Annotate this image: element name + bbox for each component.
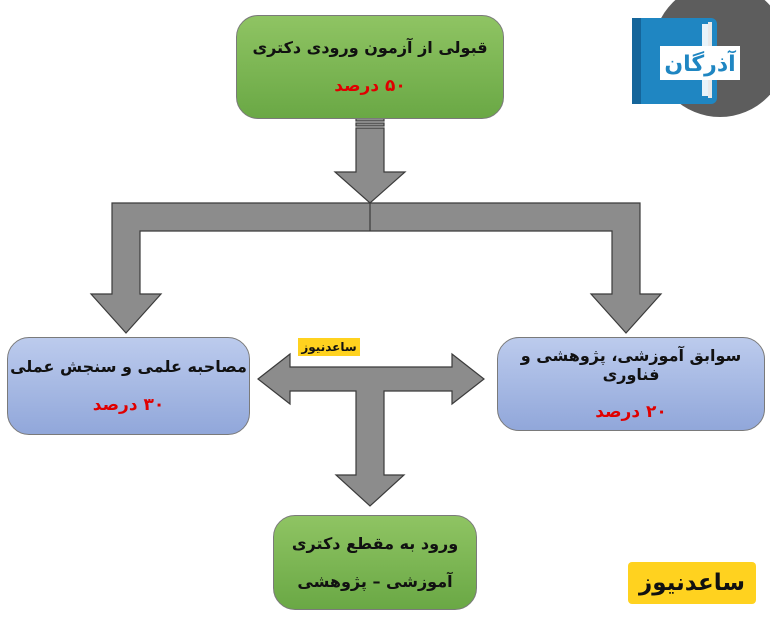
interview-title: مصاحبه علمی و سنجش عملی xyxy=(10,357,247,377)
logo-text: آذرگان xyxy=(664,49,736,77)
doctoral-entry-subtitle: آموزشی – پژوهشی xyxy=(297,571,453,591)
doctoral-entry-title: ورود به مقطع دکتری xyxy=(291,534,459,554)
doctoral-exam-box: قبولی از آزمون ورودی دکتری ۵۰ درصد xyxy=(236,15,504,119)
records-percent: ۲۰ درصد xyxy=(595,402,667,423)
doctoral-exam-percent: ۵۰ درصد xyxy=(334,75,406,96)
doctoral-entry-box: ورود به مقطع دکتری آموزشی – پژوهشی xyxy=(273,515,477,610)
arrow-down-from-top xyxy=(333,117,407,204)
saednews-watermark: ساعدنیوز xyxy=(628,562,756,604)
doctoral-exam-title: قبولی از آزمون ورودی دکتری xyxy=(252,38,488,58)
saednews-watermark-small: ساعدنیوز xyxy=(298,338,360,356)
logo-label-bg xyxy=(660,46,740,80)
interview-box: مصاحبه علمی و سنجش عملی ۳۰ درصد xyxy=(7,337,250,435)
records-box: سوابق آموزشی، پژوهشی و فناوری ۲۰ درصد xyxy=(497,337,765,431)
azargan-logo: آذرگان xyxy=(632,0,770,117)
split-connector xyxy=(89,202,663,334)
double-arrow-connector xyxy=(257,352,485,507)
interview-percent: ۳۰ درصد xyxy=(92,394,165,415)
records-title: سوابق آموزشی، پژوهشی و فناوری xyxy=(520,345,742,384)
